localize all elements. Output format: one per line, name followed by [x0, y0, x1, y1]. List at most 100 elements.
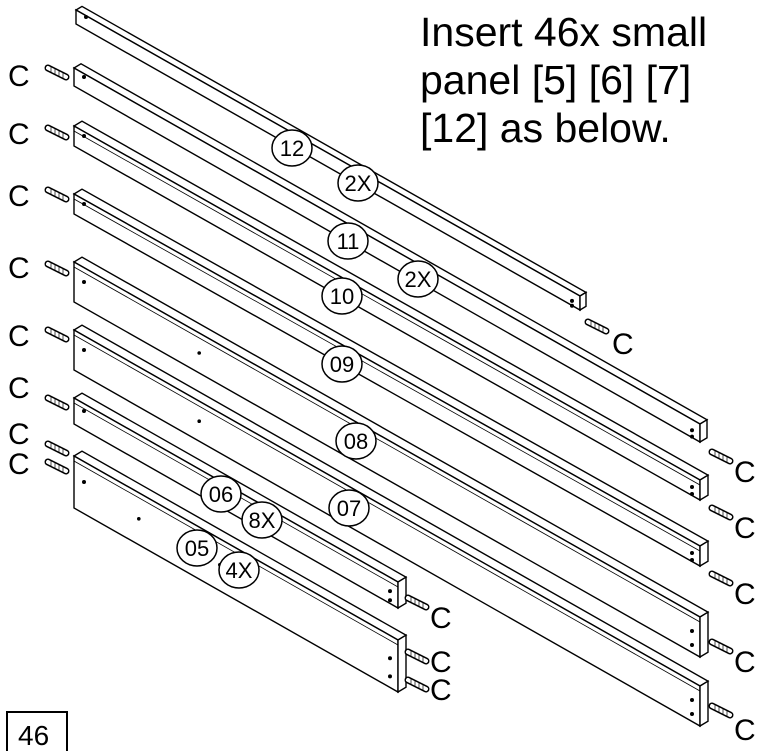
connector-label: C	[734, 512, 756, 545]
hole-icon	[690, 551, 694, 555]
quantity-callout-12: 2X	[337, 164, 379, 202]
quantity-label: 8X	[249, 508, 276, 533]
dowel-icon	[44, 394, 70, 411]
hole-icon	[690, 558, 694, 562]
hole-icon	[690, 698, 694, 702]
part-number: 06	[209, 482, 233, 507]
part-callout-11: 11	[327, 222, 369, 260]
dowel-icon	[584, 318, 610, 335]
hole-icon	[82, 348, 86, 352]
part-number: 05	[185, 536, 209, 561]
instruction-line-1: Insert 46x small	[420, 9, 708, 55]
connector-label: C	[8, 60, 30, 93]
part-callout-09: 09	[321, 345, 363, 383]
dowel-icon	[404, 594, 430, 611]
part-number: 07	[337, 496, 361, 521]
hole-icon	[570, 303, 574, 308]
panel-08	[72, 324, 710, 728]
connector-label: C	[8, 180, 30, 213]
dowel-group	[44, 64, 734, 719]
quantity-callout-11: 2X	[397, 260, 439, 298]
connector-label: C	[734, 578, 756, 611]
callout-group: 12 2X 11 2X 10 09 08 07 06 8X 05 4X	[176, 129, 439, 589]
dowel-icon	[404, 676, 430, 693]
connector-label: C	[8, 448, 30, 481]
hole-icon	[82, 134, 86, 138]
part-number: 08	[344, 429, 368, 454]
page-number: 46	[18, 720, 50, 751]
part-callout-12: 12	[271, 129, 313, 167]
connector-label: C	[430, 646, 452, 679]
panel-top-rail	[74, 5, 588, 312]
hole-icon	[197, 351, 201, 355]
connector-label: C	[8, 252, 30, 285]
dowel-icon	[708, 702, 734, 719]
hole-icon	[690, 492, 694, 496]
quantity-label: 4X	[226, 558, 253, 583]
part-number: 12	[280, 136, 304, 161]
connector-label: C	[612, 328, 634, 361]
connector-label: C	[734, 714, 756, 746]
panel-group	[72, 5, 710, 728]
quantity-label: 2X	[345, 171, 372, 196]
connector-label: C	[8, 418, 30, 451]
quantity-callout-05: 4X	[218, 551, 260, 589]
hole-icon	[388, 674, 392, 679]
page-number-box	[6, 711, 68, 751]
part-callout-07: 07	[328, 489, 370, 527]
instruction-line-2: panel [5] [6] [7]	[420, 57, 692, 103]
part-callout-10: 10	[321, 277, 363, 315]
connector-label: C	[8, 320, 30, 353]
hole-icon	[82, 280, 86, 284]
instruction-line-3: [12] as below.	[420, 105, 671, 151]
hole-icon	[570, 298, 574, 303]
connector-label: C	[734, 646, 756, 679]
connector-label: C	[8, 372, 30, 405]
part-number: 11	[337, 229, 360, 254]
hole-icon	[690, 629, 694, 633]
connector-label: C	[430, 674, 452, 707]
dowel-icon	[44, 458, 70, 475]
hole-icon	[388, 598, 392, 603]
hole-icon	[690, 643, 694, 647]
hole-icon	[82, 75, 86, 79]
dowel-icon	[44, 326, 70, 343]
panel-09	[72, 256, 710, 659]
instruction-text: Insert 46x small panel [5] [6] [7] [12] …	[420, 8, 763, 152]
hole-icon	[690, 485, 694, 489]
dowel-icon	[44, 64, 70, 81]
quantity-label: 2X	[405, 267, 432, 292]
dowel-icon	[44, 186, 70, 203]
hole-icon	[137, 517, 141, 521]
part-callout-08: 08	[335, 422, 377, 460]
part-number: 10	[330, 284, 354, 309]
hole-icon	[82, 480, 86, 484]
panel-12	[72, 62, 709, 444]
hole-icon	[690, 428, 694, 433]
hole-icon	[197, 419, 201, 424]
hole-icon	[84, 15, 88, 19]
hole-icon	[388, 656, 392, 661]
connector-label: C	[430, 602, 452, 635]
dowel-icon	[708, 638, 734, 655]
panel-11	[72, 120, 710, 502]
dowel-icon	[708, 448, 734, 465]
hole-icon	[690, 712, 694, 716]
dowel-icon	[708, 504, 734, 521]
dowel-icon	[708, 570, 734, 587]
dowel-icon	[404, 648, 430, 665]
connector-label: C	[734, 456, 756, 489]
part-callout-05: 05	[176, 529, 218, 567]
part-callout-06: 06	[200, 475, 242, 513]
hole-icon	[82, 202, 86, 206]
hole-icon	[82, 409, 86, 413]
dowel-icon	[44, 260, 70, 277]
dowel-icon	[44, 440, 70, 457]
panel-10	[72, 188, 710, 568]
dowel-icon	[44, 124, 70, 141]
connector-label: C	[8, 118, 30, 151]
hole-icon	[388, 589, 392, 594]
part-number: 09	[330, 352, 354, 377]
